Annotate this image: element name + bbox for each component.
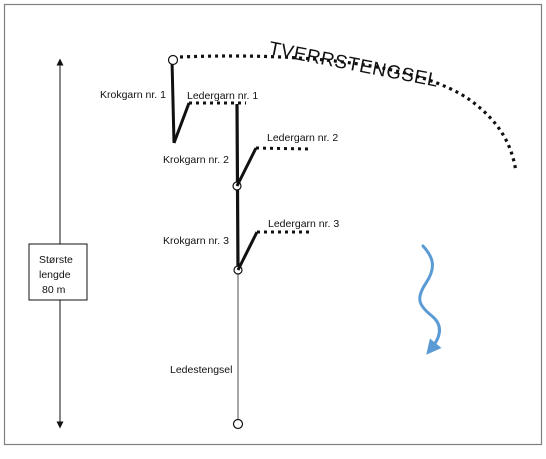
ledergarn-3-label: Ledergarn nr. 3 bbox=[268, 218, 339, 230]
anchor-point-top bbox=[167, 54, 179, 66]
krokgarn-3-line bbox=[236, 231, 259, 271]
krokgarn-1-line-a bbox=[170, 59, 176, 144]
krokgarn-2-line bbox=[235, 147, 258, 187]
krokgarn-3-label: Krokgarn nr. 3 bbox=[163, 235, 229, 247]
length-box bbox=[28, 243, 88, 301]
ledergarn-1-label: Ledergarn nr. 1 bbox=[187, 90, 258, 102]
tverrstengsel-title: TVERRSTENGSEL bbox=[267, 38, 440, 91]
ledestengsel-label: Ledestengsel bbox=[170, 364, 232, 376]
tverrstengsel-line bbox=[179, 54, 518, 173]
krokgarn-1-line-b bbox=[172, 102, 191, 144]
length-box-line1: Største bbox=[39, 254, 73, 266]
krokgarn-1-label: Krokgarn nr. 1 bbox=[100, 89, 166, 101]
current-arrow bbox=[418, 244, 442, 355]
length-box-line2: lengde bbox=[39, 269, 71, 281]
ledergarn-2-line bbox=[255, 146, 310, 151]
length-box-line3: 80 m bbox=[42, 284, 66, 296]
ledergarn-2-label: Ledergarn nr. 2 bbox=[267, 132, 338, 144]
krokgarn-2-label: Krokgarn nr. 2 bbox=[163, 154, 229, 166]
outer-border bbox=[3, 3, 543, 446]
anchor-point-bottom bbox=[232, 418, 244, 430]
